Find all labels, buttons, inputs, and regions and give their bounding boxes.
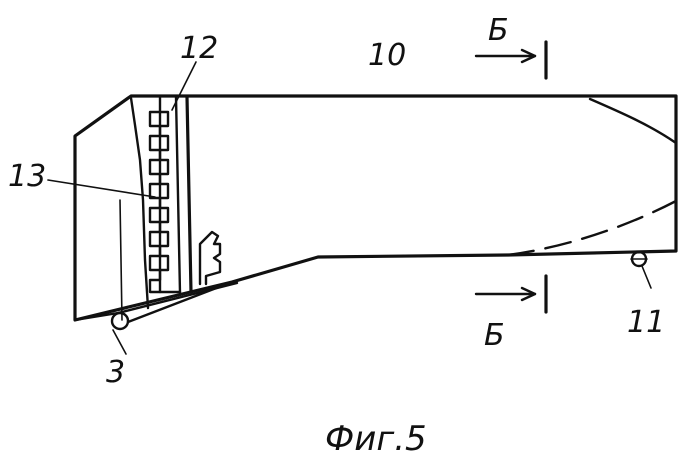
section-mark-top: Б (488, 13, 509, 48)
section-arrow-top (476, 42, 546, 78)
label-10: 10 (368, 38, 406, 73)
label-13: 13 (8, 159, 46, 194)
label-11: 11 (627, 305, 665, 340)
section-mark-bottom: Б (484, 318, 505, 353)
hinge-3 (75, 282, 237, 329)
leader-lines (48, 62, 651, 354)
section-arrow-bottom (476, 276, 546, 312)
figure-caption: Фиг.5 (325, 419, 427, 459)
label-3: 3 (106, 355, 125, 390)
label-12: 12 (180, 31, 218, 66)
toothed-insert (120, 97, 220, 320)
hinge-11 (631, 252, 647, 266)
